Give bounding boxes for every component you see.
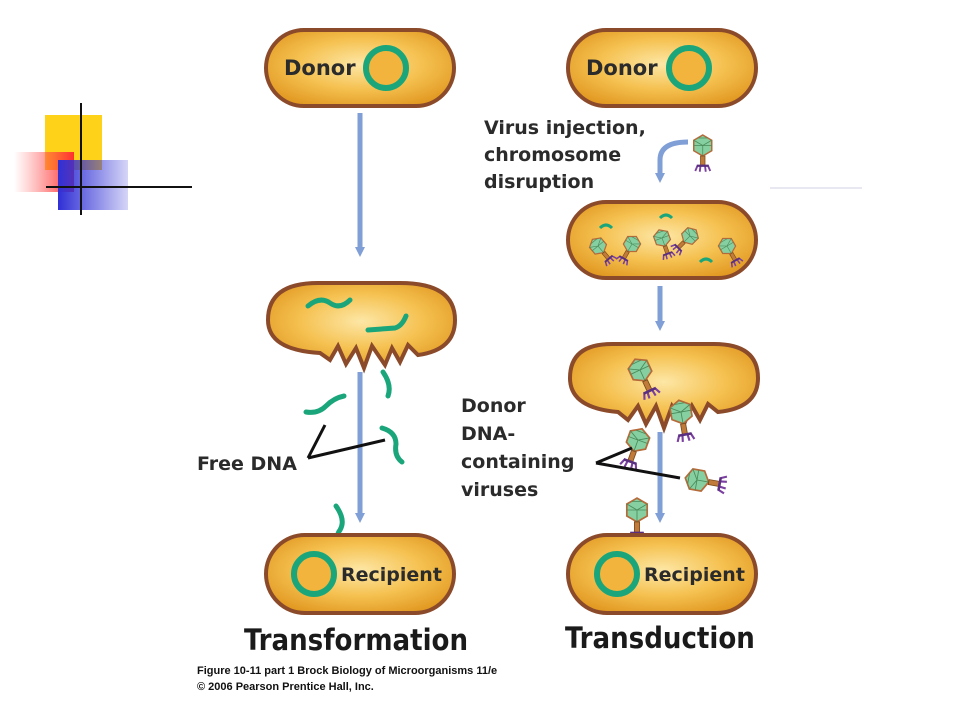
donor-chromosome-right <box>666 45 712 91</box>
lysing-cell-right <box>567 342 761 473</box>
released-phage-1 <box>682 466 730 497</box>
donor-cell-left: Donor <box>264 28 456 108</box>
arrow-right-1 <box>655 139 689 183</box>
transduction-title: Transduction <box>565 621 755 655</box>
transformation-title: Transformation <box>244 623 468 657</box>
recipient-chromosome-right <box>594 551 640 597</box>
virus-label: Donor DNA- containing viruses <box>461 395 581 501</box>
recipient-label-right: Recipient <box>644 564 745 586</box>
donor-label-left: Donor <box>284 56 356 80</box>
donor-chromosome-left <box>363 45 409 91</box>
decorative-corner <box>14 103 192 215</box>
figure-caption-line-1: Figure 10-11 part 1 Brock Biology of Mic… <box>197 665 498 677</box>
step1-label: Virus injection, chromosome disruption <box>484 117 652 193</box>
virus-pointer-lines <box>595 446 681 480</box>
figure-caption-line-2: © 2006 Pearson Prentice Hall, Inc. <box>197 681 374 693</box>
lysed-cell-left <box>265 281 458 374</box>
recipient-chromosome-left <box>291 551 337 597</box>
recipient-cell-left: Recipient <box>264 533 456 615</box>
infected-cell <box>566 200 758 280</box>
transformation-panel: Donor Free DNA Recipient Transfor <box>197 28 468 657</box>
donor-label-right: Donor <box>586 56 658 80</box>
free-dna-pointer-lines <box>306 424 386 460</box>
donor-cell-right: Donor <box>566 28 758 108</box>
recipient-label-left: Recipient <box>341 564 442 586</box>
injecting-phage <box>692 133 713 173</box>
free-dna-label: Free DNA <box>197 453 297 475</box>
free-dna-fragments <box>303 369 405 545</box>
transduction-panel: Donor Virus injection, chromosome disrup… <box>461 28 862 655</box>
recipient-cell-right: Recipient <box>566 533 758 615</box>
